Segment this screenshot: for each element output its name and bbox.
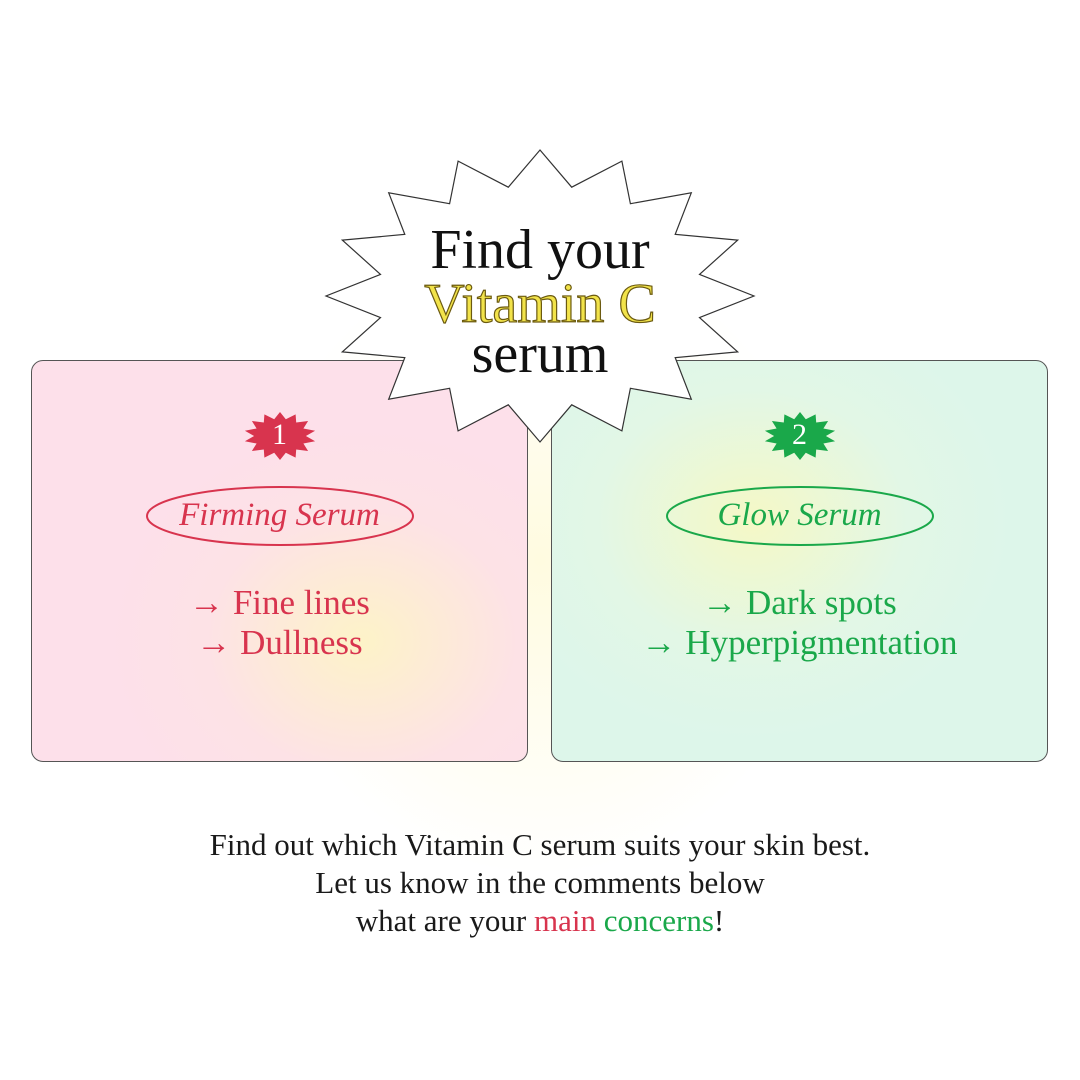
footer-text-part: what are your	[355, 903, 534, 938]
serum-name-ellipse: Glow Serum	[664, 483, 936, 549]
footer-line-2: Let us know in the comments below	[315, 865, 765, 900]
concern-list: → Dark spots → Hyperpigmentation	[552, 583, 1047, 663]
badge-number: 2	[792, 418, 807, 451]
concern-item: → Hyperpigmentation	[641, 623, 958, 662]
starburst-icon	[764, 412, 835, 460]
title-line-1: Find your	[430, 219, 650, 281]
highlight-concerns: concerns	[603, 903, 714, 938]
concern-list: → Fine lines → Dullness	[32, 583, 527, 663]
serum-name: Firming Serum	[179, 497, 380, 533]
title-line-3: serum	[471, 323, 609, 385]
footer-line-3: what are your main concerns!	[0, 902, 1080, 940]
highlight-main: main	[533, 903, 596, 938]
footer-line-1: Find out which Vitamin C serum suits you…	[209, 827, 871, 862]
concern-item: → Dark spots	[702, 583, 897, 622]
badge-number: 1	[272, 418, 287, 451]
glow-serum-card: 2 Glow Serum → Dark spots → Hyperpigment…	[551, 360, 1048, 762]
concern-item: → Fine lines	[189, 583, 370, 622]
concern-item: → Dullness	[196, 623, 363, 662]
number-badge: 2	[763, 411, 837, 461]
starburst-icon	[244, 412, 315, 460]
serum-name: Glow Serum	[717, 497, 882, 533]
number-badge: 1	[243, 411, 317, 461]
firming-serum-card: 1 Firming Serum → Fine lines → Dullness	[31, 360, 528, 762]
footer-space	[596, 903, 604, 938]
ellipse-outline	[145, 486, 414, 546]
serum-name-ellipse: Firming Serum	[144, 483, 416, 549]
ellipse-outline	[665, 486, 934, 546]
footer-text-part: !	[713, 903, 725, 938]
title-line-2: Vitamin C	[424, 273, 657, 335]
footer-text: Find out which Vitamin C serum suits you…	[0, 826, 1080, 940]
